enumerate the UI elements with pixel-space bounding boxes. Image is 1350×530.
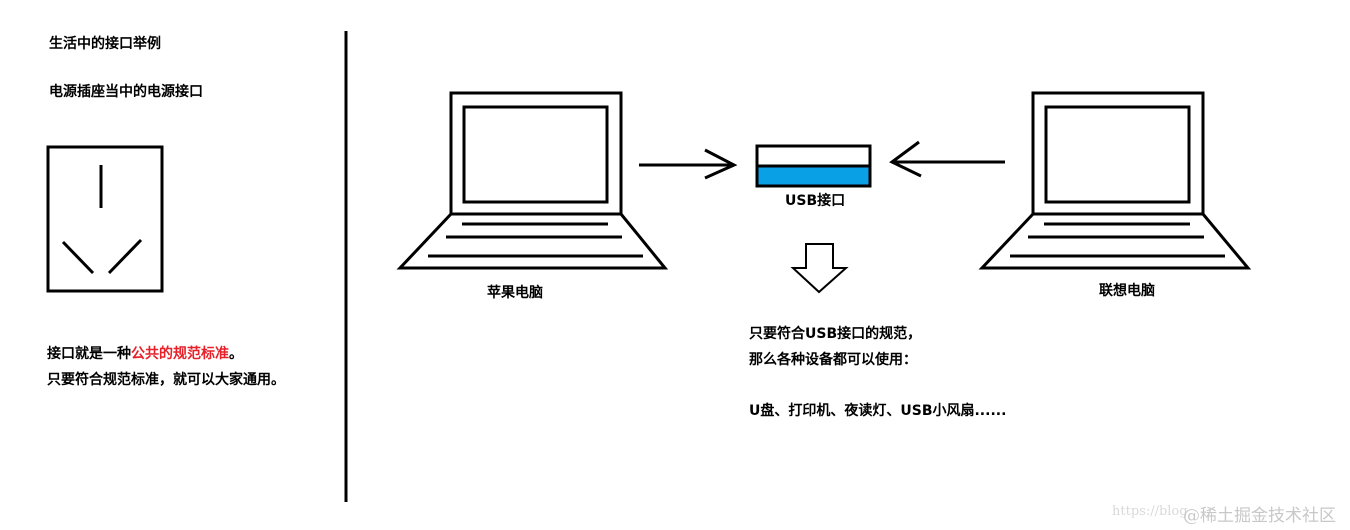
device-list: U盘、打印机、夜读灯、USB小风扇......	[749, 403, 1007, 419]
arrow-left-icon	[889, 140, 1005, 178]
arrow-down-icon	[790, 243, 849, 294]
lenovo-laptop-icon	[978, 91, 1252, 270]
definition-suffix: 。	[229, 346, 243, 362]
section-title: 生活中的接口举例	[49, 36, 161, 52]
conclusion-line-2: 那么各种设备都可以使用：	[749, 352, 917, 368]
usb-port-icon	[755, 144, 872, 188]
lenovo-laptop-label: 联想电脑	[1099, 283, 1155, 299]
socket-subtitle: 电源插座当中的电源接口	[49, 84, 203, 100]
interface-definition: 接口就是一种公共的规范标准。	[47, 345, 243, 363]
apple-laptop-label: 苹果电脑	[487, 285, 543, 301]
watermark-brand: @稀土掘金技术社区	[1183, 506, 1336, 526]
definition-highlight: 公共的规范标准	[131, 346, 229, 362]
arrow-right-icon	[639, 148, 738, 180]
conclusion-line-1: 只要符合USB接口的规范，	[749, 326, 922, 342]
definition-prefix: 接口就是一种	[47, 346, 131, 362]
power-socket-icon	[46, 145, 164, 293]
usb-label: USB接口	[785, 193, 846, 209]
watermark-url: https://blog	[1112, 504, 1188, 519]
apple-laptop-icon	[396, 91, 669, 270]
interface-usage: 只要符合规范标准，就可以大家通用。	[47, 372, 285, 388]
